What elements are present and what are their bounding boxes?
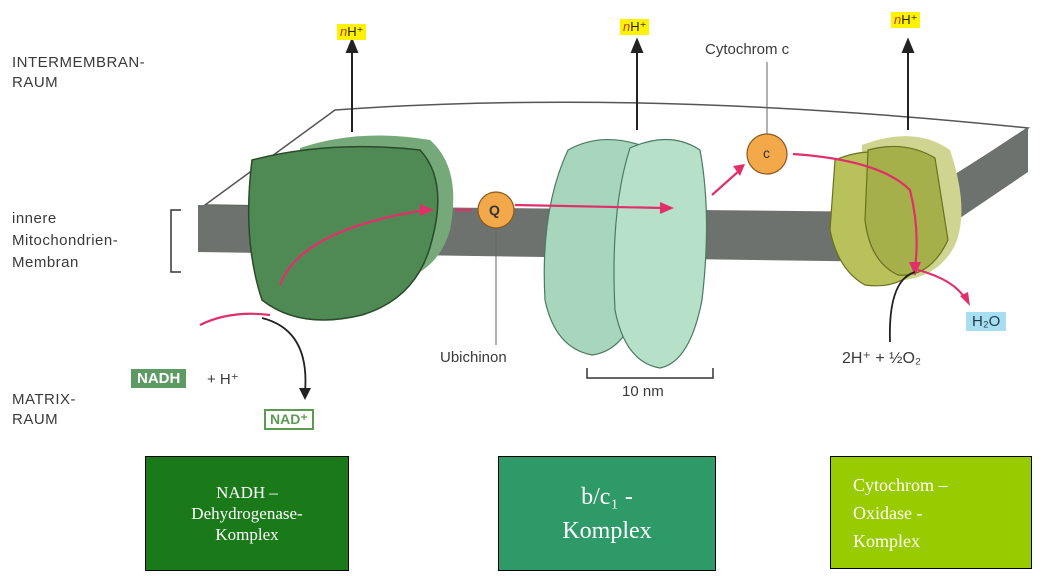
oxygen-reaction-label: 2H⁺ + ½O₂	[842, 349, 921, 369]
complex-3-front	[865, 146, 948, 275]
complex-1-front	[249, 147, 438, 320]
complex-box-nadh-dehydrogenase: NADH – Dehydrogenase- Komplex	[145, 456, 349, 571]
nad-tag: NAD⁺	[264, 409, 314, 430]
ubichinon-label: Ubichinon	[440, 348, 507, 368]
complex-2-right	[614, 139, 707, 368]
q-label: Q	[489, 200, 500, 220]
cytochrom-c-label: Cytochrom c	[705, 40, 789, 60]
nadh-tag: NADH	[131, 369, 186, 388]
complex-box-bc1: b/c₁ - Komplex	[498, 456, 716, 571]
proton-tag-2: nH⁺	[620, 19, 649, 35]
c-label: c	[763, 143, 770, 163]
membrane-label: innere Mitochondrien- Membran	[12, 208, 118, 274]
proton-tag-3: nH⁺	[891, 12, 920, 28]
complex-box-cytochrom-oxidase: Cytochrom – Oxidase - Komplex	[830, 456, 1032, 569]
h2o-tag: H₂O	[966, 312, 1006, 331]
nad-arrow	[262, 318, 305, 392]
intermembrane-label: INTERMEMBRAN- RAUM	[12, 53, 145, 93]
nad-arrowhead	[299, 388, 311, 400]
matrix-label: MATRIX- RAUM	[12, 390, 76, 430]
proton-tag-1: nH⁺	[337, 24, 366, 40]
scale-label: 10 nm	[622, 382, 664, 402]
proton-arrows	[347, 40, 913, 132]
membrane-bracket	[171, 210, 181, 272]
scale-bar	[587, 368, 713, 378]
plus-h-label: + H⁺	[207, 370, 239, 390]
